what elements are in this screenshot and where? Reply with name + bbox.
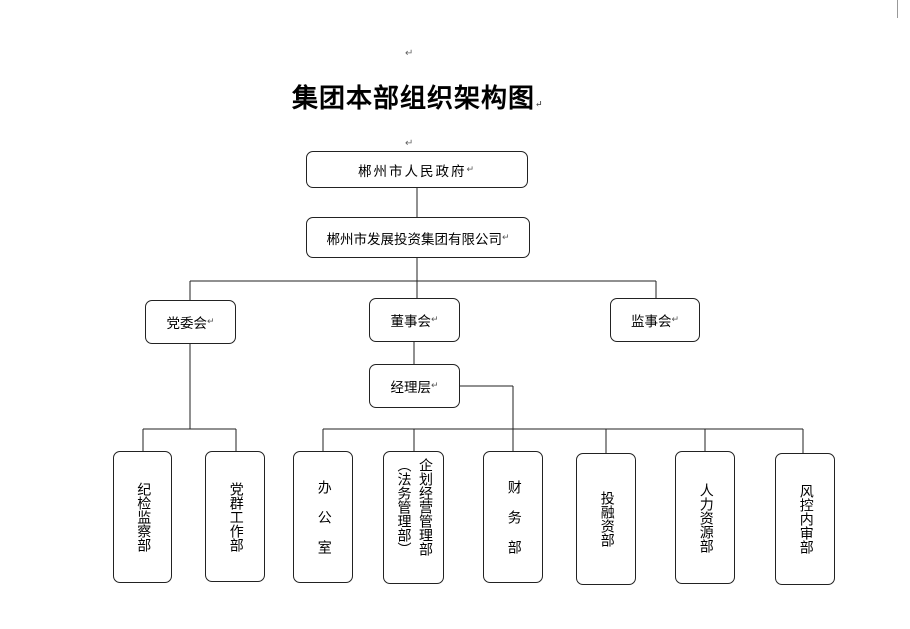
node-finance-dept: 财 务 部 [483,451,543,583]
node-party-committee: 党委会↵ [145,300,236,344]
paragraph-mark: ↵ [405,48,414,59]
node-group-company: 郴州市发展投资集团有限公司↵ [306,217,530,258]
node-supervisory-board: 监事会↵ [610,298,700,342]
node-label: 董事会 [390,314,431,330]
node-label: 郴州市人民政府 [357,163,467,180]
node-city-government: 郴州市人民政府↵ [306,151,528,188]
node-label: 办 公 室 [315,480,332,554]
node-planning-dept: （法务管理部） 企划经营管理部 [383,451,444,584]
node-label: 企划经营管理部 [417,458,433,556]
node-label: （法务管理部） [395,458,412,556]
node-party-affairs-dept: 党群工作部 [205,451,265,582]
node-hr-dept: 人力资源部 [675,451,735,584]
node-label: 监事会 [630,314,672,330]
page-edge-line [897,0,898,18]
node-label: 人力资源部 [697,482,714,553]
node-label: 风控内审部 [797,484,814,554]
node-label: 纪检监察部 [135,482,152,552]
node-discipline-dept: 纪检监察部 [113,451,172,583]
node-label: 党委会 [166,316,207,332]
node-management: 经理层↵ [369,364,460,408]
node-label: 党群工作部 [227,481,244,552]
node-investment-dept: 投融资部 [576,453,636,585]
page-title: 集团本部组织架构图↵ [292,84,544,114]
node-board: 董事会↵ [369,298,460,342]
node-office: 办 公 室 [293,451,353,583]
node-risk-dept: 风控内审部 [775,453,835,585]
paragraph-mark: ↵ [405,138,414,149]
node-label: 郴州市发展投资集团有限公司 [326,231,502,248]
node-label: 财 务 部 [505,480,522,554]
node-label: 经理层 [390,380,431,396]
node-label: 投融资部 [598,491,615,547]
